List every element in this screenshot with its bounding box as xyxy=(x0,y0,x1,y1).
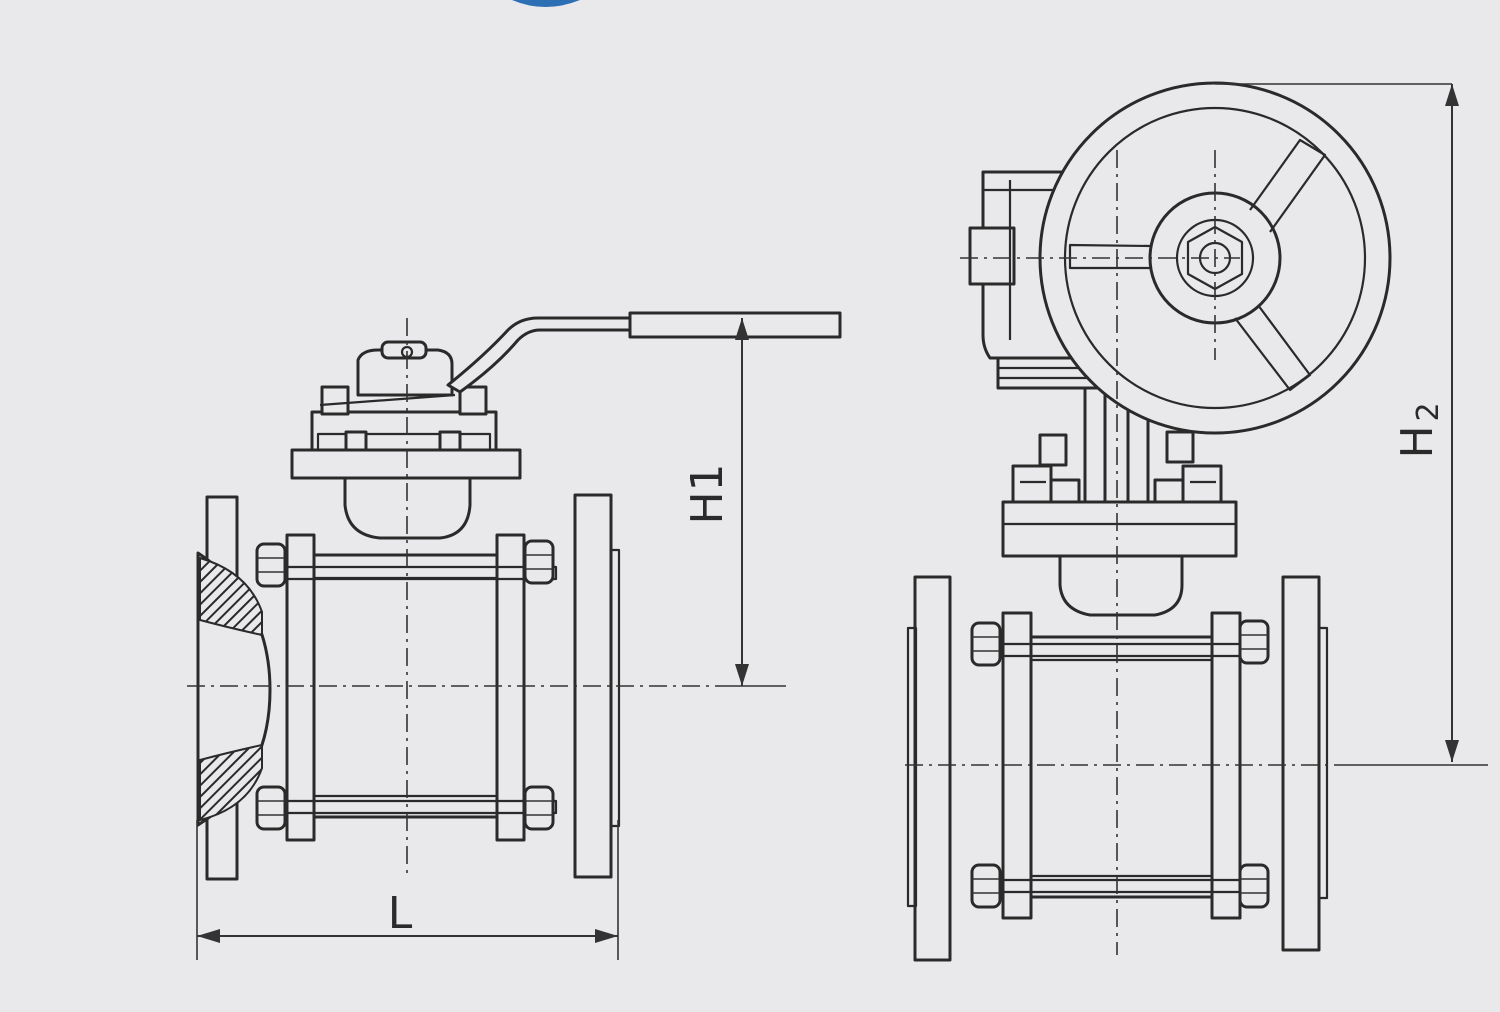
left-flange xyxy=(196,495,272,881)
bonnet xyxy=(290,340,522,480)
bolt-nuts xyxy=(255,539,555,831)
body-plate-left xyxy=(285,533,316,842)
body-plate-right xyxy=(495,533,526,842)
dimension-label-h2: H xyxy=(1392,425,1443,458)
gear-bonnet-flange xyxy=(1001,500,1238,558)
gear-yoke xyxy=(1011,386,1223,504)
corner-blob xyxy=(512,0,580,7)
dimension-label-l: L xyxy=(388,888,413,939)
gear-valve-neck xyxy=(1058,556,1184,617)
gear-left-flange-face xyxy=(906,626,918,908)
dimension-label-h2-subscript: 2 xyxy=(1411,402,1446,421)
dimension-h2: H 2 xyxy=(1392,84,1459,762)
gear-left-flange xyxy=(913,575,952,962)
gear-right-flange xyxy=(1281,575,1321,952)
valve-body xyxy=(312,553,499,819)
dimension-l: L xyxy=(196,820,619,960)
gear-bolt-nuts xyxy=(970,619,1270,909)
gear-right-flange-face xyxy=(1317,626,1329,900)
lever-valve-view: H1 L xyxy=(187,311,842,960)
dimension-label-h1: H1 xyxy=(682,463,733,524)
gear-valve-view: H 2 xyxy=(905,81,1488,962)
gear-valve-body xyxy=(1029,635,1214,899)
lever-handle xyxy=(446,311,842,394)
dimension-h1: H1 xyxy=(682,318,749,686)
